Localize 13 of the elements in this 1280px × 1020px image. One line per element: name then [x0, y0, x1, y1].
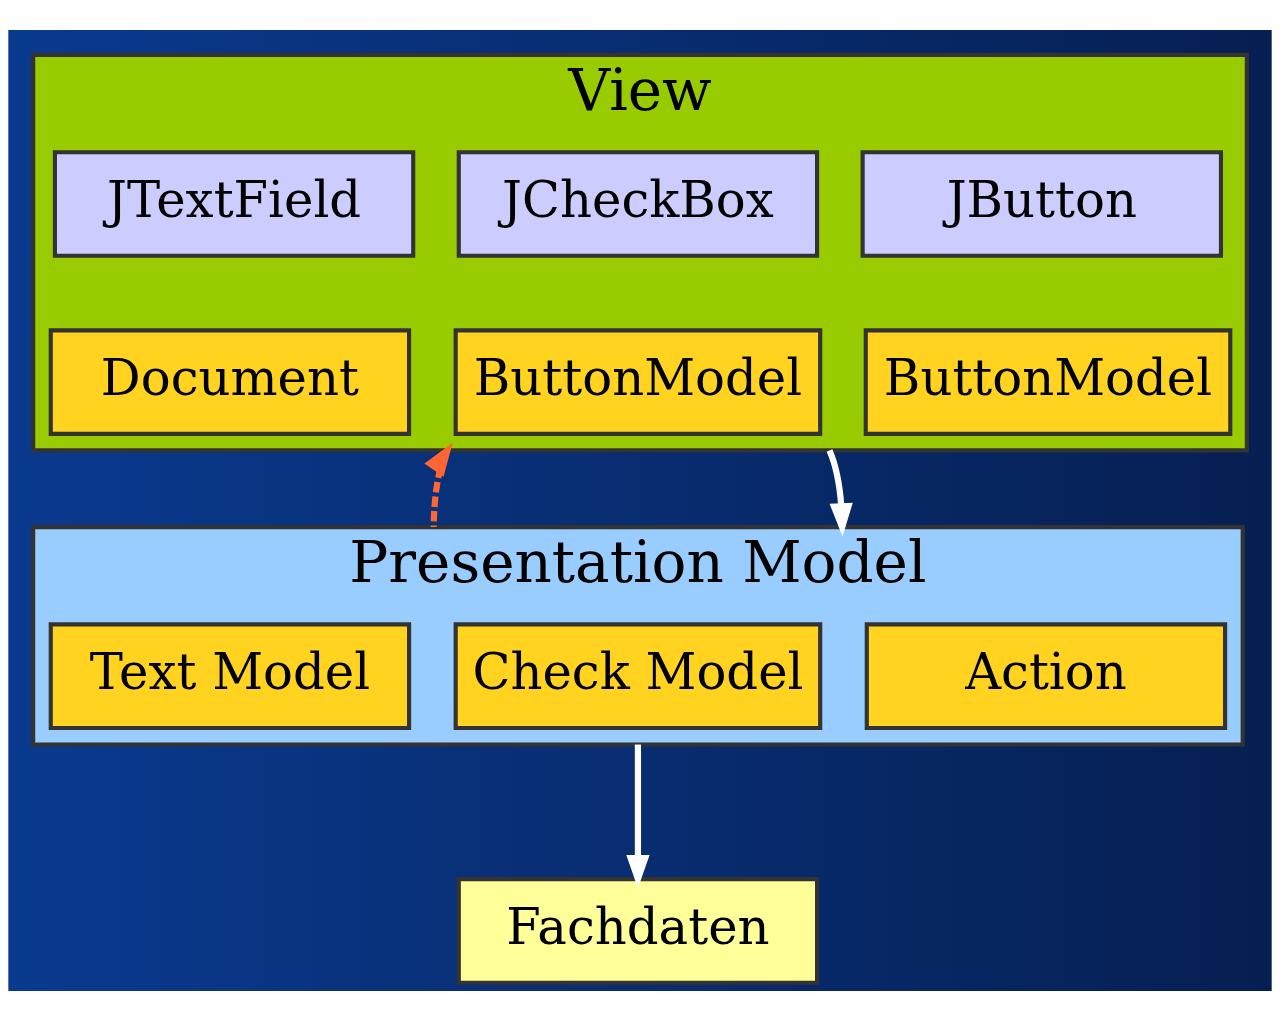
node-box: Text Model: [48, 621, 412, 730]
node-box: JButton: [860, 149, 1223, 258]
node-box: Check Model: [453, 621, 823, 730]
node-box: JCheckBox: [456, 149, 820, 258]
arrow: [626, 744, 650, 888]
node-box: ButtonModel: [863, 327, 1233, 436]
node-box: ButtonModel: [453, 327, 823, 436]
arrow: [826, 448, 853, 536]
node-box: Action: [864, 621, 1228, 730]
node-box: Document: [48, 327, 412, 436]
node-box: Fachdaten: [456, 876, 820, 985]
node-box: JTextField: [52, 149, 416, 258]
arrow: [424, 442, 453, 527]
